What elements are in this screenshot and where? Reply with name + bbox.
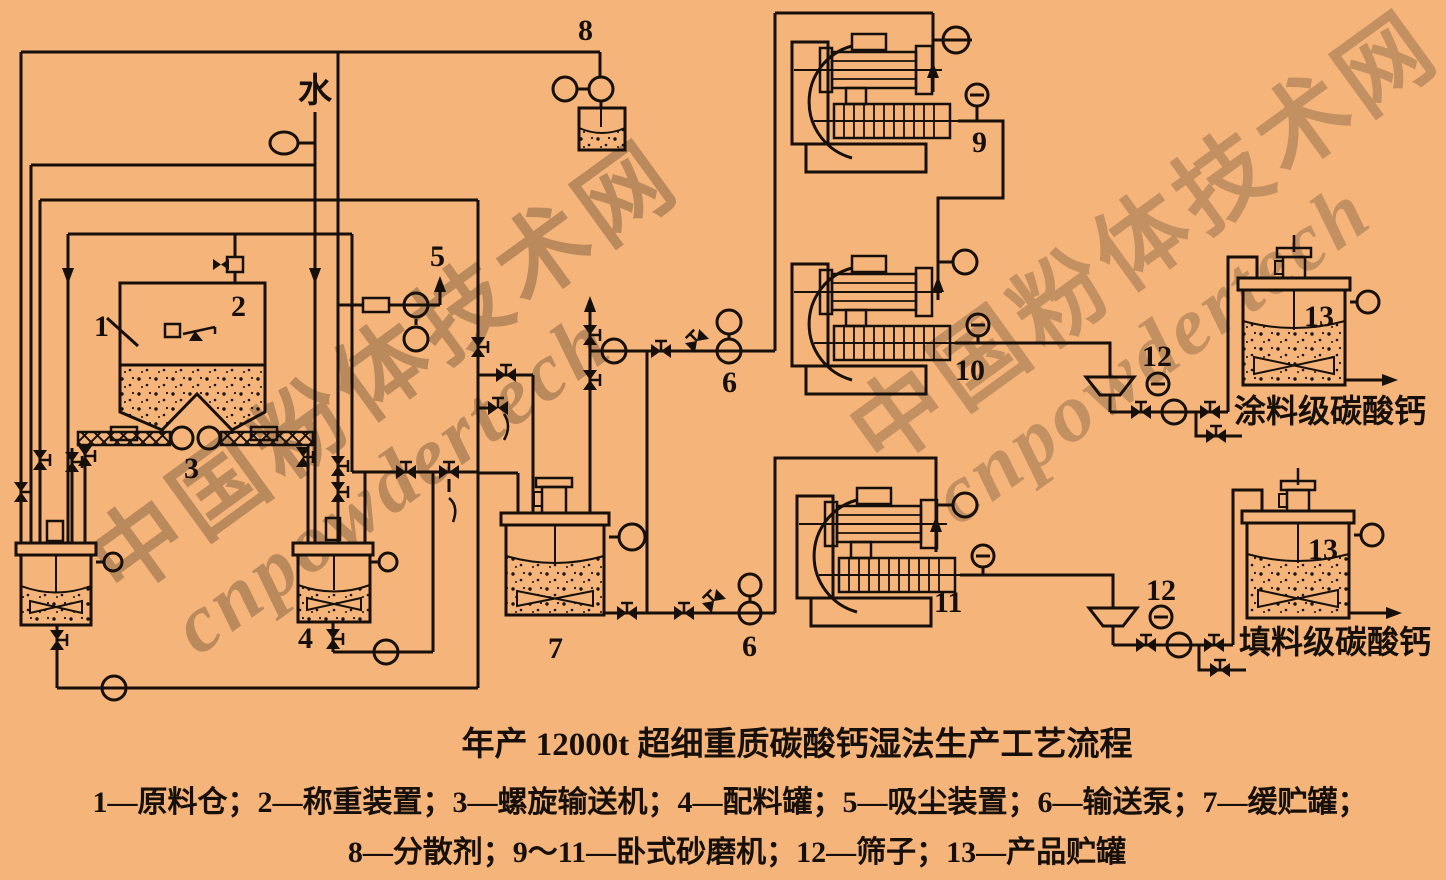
label-11: 11 [934, 586, 962, 619]
dosing-pump-icon [587, 75, 615, 103]
separator-icon [941, 25, 971, 55]
dispersant-feeder-8 [577, 106, 627, 152]
screw-conveyor [76, 425, 315, 451]
dosing-pump-icon [551, 75, 579, 103]
product-tank-13-lower [1240, 468, 1385, 620]
separator-icon [951, 491, 979, 519]
sieve-12-lower [1085, 604, 1174, 630]
sand-mill-11 [795, 486, 996, 628]
label-5: 5 [430, 240, 445, 273]
label-3: 3 [184, 452, 199, 485]
diagram-title: 年产 12000t 超细重质碳酸钙湿法生产工艺流程 [462, 725, 1133, 763]
label-10: 10 [955, 354, 985, 387]
raw-material-silo [105, 281, 279, 442]
label-1: 1 [94, 310, 109, 343]
flow-arrows [62, 62, 1402, 619]
label-6-upper: 6 [722, 366, 737, 399]
separator-icon [951, 248, 979, 276]
label-9: 9 [972, 126, 987, 159]
weighing-device [163, 322, 217, 341]
transfer-pump-6-lower [737, 572, 763, 626]
valves-and-fittings [12, 75, 1232, 702]
output-filler-grade: 填料级碳酸钙 [1239, 624, 1431, 660]
agitator-motor-icon [540, 485, 568, 516]
pressure-gauge-icon [970, 543, 996, 569]
label-6-lower: 6 [742, 630, 757, 663]
process-pipes [19, 11, 1386, 690]
level-gauge-icon [617, 522, 647, 552]
level-gauge-icon [1355, 289, 1381, 315]
batching-tank-4 [291, 516, 399, 624]
product-tank-13-upper [1236, 235, 1381, 387]
level-gauge-icon [1359, 522, 1385, 548]
label-2: 2 [231, 290, 246, 323]
watermark-right: 中国粉体技术网 cnpowdertech [832, 0, 1446, 541]
hand-valve-icon [268, 130, 300, 156]
pressure-gauge-icon [964, 82, 990, 108]
sand-mill-10 [790, 248, 991, 396]
sand-mill-9 [790, 25, 990, 174]
label-7: 7 [548, 632, 563, 665]
label-8: 8 [578, 14, 593, 47]
label-13-upper: 13 [1304, 300, 1334, 333]
label-13-lower: 13 [1308, 533, 1338, 566]
level-gauge-icon [377, 551, 399, 573]
sieve-12-upper [1082, 371, 1171, 397]
label-pointer [105, 316, 140, 348]
label-12-upper: 12 [1142, 340, 1172, 373]
legend-line-2: 8—分散剂；9～11—卧式砂磨机；12—筛子；13—产品贮罐 [348, 836, 1126, 869]
level-gauge-icon [102, 551, 124, 573]
output-coating-grade: 涂料级碳酸钙 [1234, 393, 1426, 429]
label-12-lower: 12 [1146, 574, 1176, 607]
buffer-tank-7 [499, 476, 647, 617]
legend-line-1: 1—原料仓；2—称重装置；3—螺旋输送机；4—配料罐；5—吸尘装置；6—输送泵；… [93, 786, 1368, 819]
label-4: 4 [298, 622, 313, 655]
batching-tank-left [14, 519, 124, 627]
filter-icon [361, 296, 391, 314]
label-water: 水 [298, 72, 333, 110]
